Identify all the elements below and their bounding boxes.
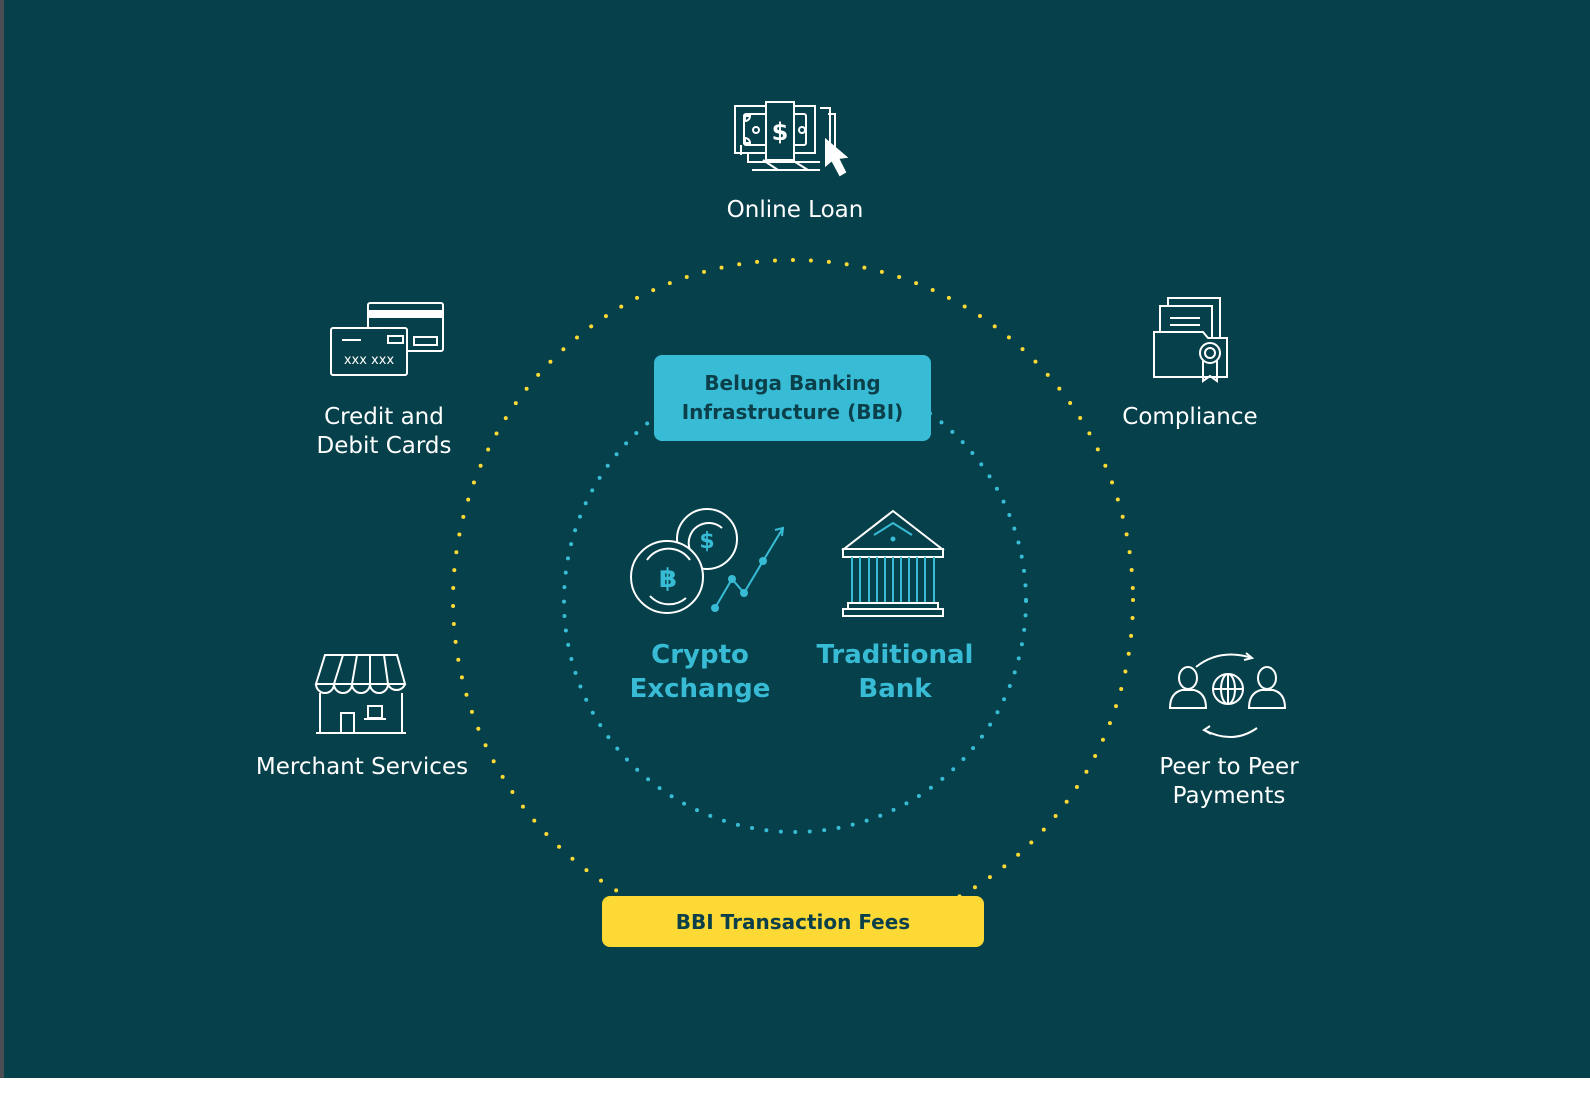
crypto-label-line2: Exchange bbox=[629, 674, 771, 704]
storefront-icon bbox=[314, 654, 407, 734]
dollar-coin-glyph: $ bbox=[699, 529, 714, 554]
dollar-glyph: $ bbox=[772, 118, 789, 146]
merchant-services-label: Merchant Services bbox=[255, 754, 469, 780]
online-loan-label: Online Loan bbox=[726, 197, 864, 223]
credit-debit-cards-label-line1: Credit and bbox=[324, 404, 444, 430]
bitcoin-glyph: ฿ bbox=[659, 564, 677, 594]
traditional-bank-label: Traditional Bank bbox=[795, 638, 995, 706]
credit-cards-icon bbox=[330, 302, 444, 376]
bbi-box-line2: Infrastructure (BBI) bbox=[681, 400, 904, 424]
bbi-infrastructure-box: Beluga Banking Infrastructure (BBI) bbox=[654, 355, 931, 441]
p2p-globe-icon bbox=[1168, 652, 1287, 738]
certified-folder-icon bbox=[1153, 297, 1228, 383]
credit-debit-cards-label: Credit and Debit Cards bbox=[284, 403, 484, 461]
peer-to-peer-label-line1: Peer to Peer bbox=[1159, 754, 1299, 780]
bank-building-icon bbox=[841, 509, 945, 617]
bank-label-line1: Traditional bbox=[816, 640, 974, 670]
bank-label-line2: Bank bbox=[858, 674, 932, 704]
outer-dotted-ring bbox=[451, 258, 1135, 942]
peer-to-peer-label: Peer to Peer Payments bbox=[1129, 753, 1329, 811]
crypto-label-line1: Crypto bbox=[651, 640, 749, 670]
credit-debit-cards-label-line2: Debit Cards bbox=[316, 433, 452, 459]
fees-box-label: BBI Transaction Fees bbox=[675, 909, 911, 934]
compliance-label: Compliance bbox=[1122, 404, 1258, 430]
card-number-glyph: xxx xxx bbox=[344, 353, 395, 368]
window-edge bbox=[0, 0, 4, 1078]
crypto-exchange-label: Crypto Exchange bbox=[600, 638, 800, 706]
crypto-coins-chart-icon bbox=[630, 508, 785, 614]
bbi-box-line1: Beluga Banking bbox=[704, 371, 881, 395]
money-cursor-icon bbox=[734, 101, 849, 177]
peer-to-peer-label-line2: Payments bbox=[1172, 783, 1286, 809]
diagram-background-extension bbox=[1567, 0, 1590, 1078]
bbi-transaction-fees-box: BBI Transaction Fees bbox=[602, 896, 984, 947]
